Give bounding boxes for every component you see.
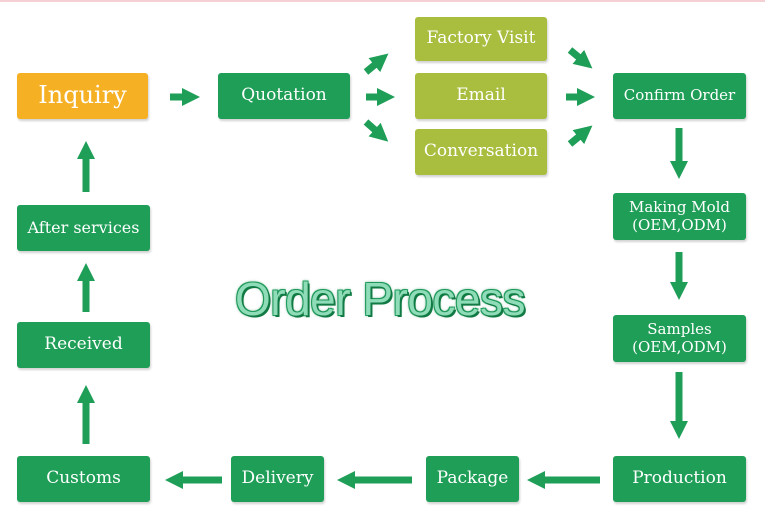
step-making-mold-label: Making Mold xyxy=(628,198,730,217)
step-confirm-order: Confirm Order xyxy=(613,73,746,119)
option-factory-visit: Factory Visit xyxy=(415,17,547,61)
step-samples-sublabel: (OEM,ODM) xyxy=(632,337,727,356)
step-making-mold: Making Mold (OEM,ODM) xyxy=(613,193,746,240)
arrow-factory-visit-to-confirm xyxy=(567,47,593,69)
top-border-line xyxy=(0,0,765,2)
option-conversation-label: Conversation xyxy=(423,141,539,162)
step-quotation-label: Quotation xyxy=(241,85,327,106)
step-samples-label: Samples xyxy=(647,320,712,339)
step-received: Received xyxy=(17,322,150,368)
diagram-title: Order Process xyxy=(234,273,526,325)
step-making-mold-sublabel: (OEM,ODM) xyxy=(632,215,727,234)
step-received-label: Received xyxy=(44,334,123,355)
step-delivery: Delivery xyxy=(231,456,324,502)
step-production-label: Production xyxy=(632,468,727,489)
step-customs: Customs xyxy=(17,456,150,502)
step-inquiry: Inquiry xyxy=(17,73,148,119)
step-quotation: Quotation xyxy=(218,73,350,119)
step-after-services-label: After services xyxy=(27,217,140,237)
step-package: Package xyxy=(426,456,519,502)
step-delivery-label: Delivery xyxy=(241,468,314,489)
step-production: Production xyxy=(613,456,746,502)
option-email-label: Email xyxy=(456,85,506,106)
arrow-quotation-to-conversation xyxy=(363,119,389,142)
step-customs-label: Customs xyxy=(46,468,121,489)
step-inquiry-label: Inquiry xyxy=(38,81,127,110)
step-confirm-order-label: Confirm Order xyxy=(623,86,736,105)
step-samples: Samples (OEM,ODM) xyxy=(613,315,746,362)
option-factory-visit-label: Factory Visit xyxy=(426,28,536,49)
option-conversation: Conversation xyxy=(415,129,547,175)
arrow-quotation-to-factory-visit xyxy=(363,53,389,75)
step-after-services: After services xyxy=(17,205,150,251)
arrow-conversation-to-confirm xyxy=(567,125,593,147)
step-package-label: Package xyxy=(436,468,509,489)
option-email: Email xyxy=(415,73,547,119)
